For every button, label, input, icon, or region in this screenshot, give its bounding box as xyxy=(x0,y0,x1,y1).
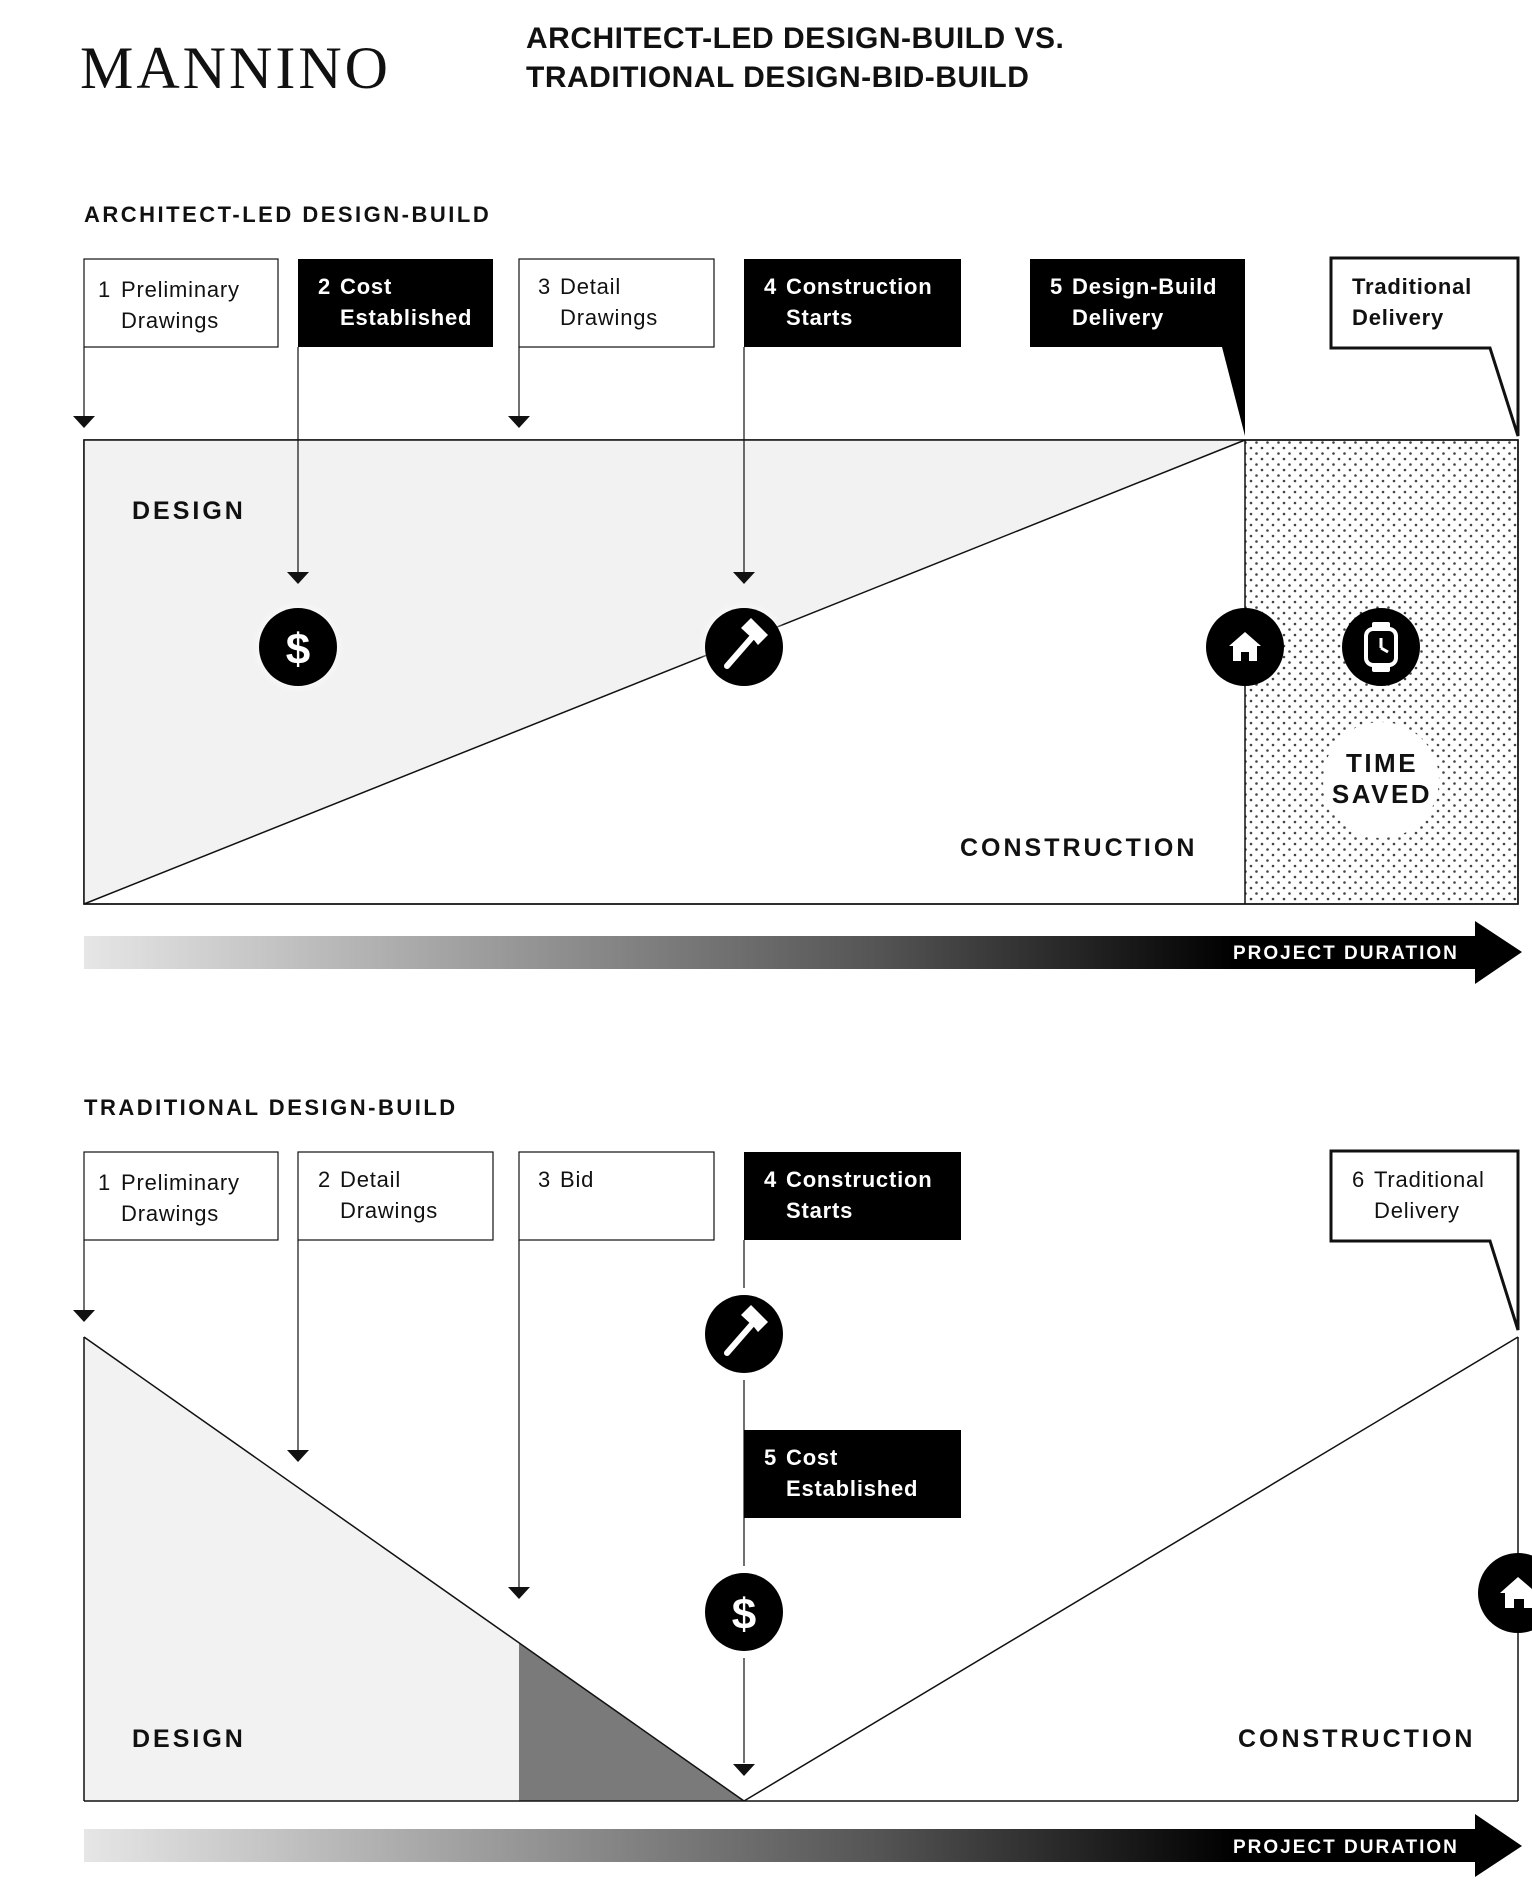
step-3-number: 3 xyxy=(538,1167,551,1192)
step-4-number: 4 xyxy=(764,1167,777,1192)
design-construction-divider xyxy=(83,439,1246,905)
step-3-box xyxy=(518,258,715,348)
house-icon xyxy=(1478,1553,1532,1633)
brand-logo: MANNINO xyxy=(80,35,391,101)
section-title: ARCHITECT-LED DESIGN-BUILD xyxy=(84,202,491,227)
step-2-box xyxy=(297,1151,494,1241)
step-3-box xyxy=(518,1151,715,1241)
step-2-line2: Established xyxy=(340,305,472,330)
time-saved-backdrop xyxy=(1323,722,1439,838)
step-2-number: 2 xyxy=(318,274,331,299)
step-5-line2: Delivery xyxy=(1072,305,1164,330)
page-title-line2: TRADITIONAL DESIGN-BID-BUILD xyxy=(526,61,1029,94)
construction-label: CONSTRUCTION xyxy=(1238,1725,1475,1753)
step-3-number: 3 xyxy=(538,274,551,299)
svg-text:$: $ xyxy=(286,625,310,674)
step-1-line1: Preliminary xyxy=(121,1170,240,1195)
step-1-number: 1 xyxy=(98,277,111,302)
step-2-line1: Cost xyxy=(340,274,392,299)
traditional-delivery-line2: Delivery xyxy=(1352,305,1444,330)
step-3-line2: Drawings xyxy=(560,305,658,330)
traditional-section: TRADITIONAL DESIGN-BUILD DESIGN CONSTRUC… xyxy=(73,1095,1532,1877)
project-duration-label: PROJECT DURATION xyxy=(1233,1837,1459,1858)
construction-slope xyxy=(743,1336,1519,1802)
step-2-arrowhead xyxy=(287,572,309,584)
traditional-delivery-callout xyxy=(1329,256,1520,437)
step-2-number: 2 xyxy=(318,1167,331,1192)
design-label: DESIGN xyxy=(132,1725,246,1753)
step-3-arrowhead xyxy=(508,416,530,428)
hammer-icon xyxy=(698,1288,790,1380)
step-1-arrowhead xyxy=(73,416,95,428)
project-duration-arrow xyxy=(84,1814,1522,1877)
step-5-box xyxy=(744,1430,961,1518)
dollar-icon: $ xyxy=(698,1566,790,1658)
step-2-box xyxy=(298,259,493,347)
step-1-arrowhead xyxy=(73,1310,95,1322)
construction-label: CONSTRUCTION xyxy=(960,834,1197,862)
time-saved-line2: SAVED xyxy=(1332,779,1432,809)
step-5-callout xyxy=(1030,259,1245,436)
architect-led-section: ARCHITECT-LED DESIGN-BUILD DESIGN CONSTR… xyxy=(73,202,1522,984)
step-1-line1: Preliminary xyxy=(121,277,240,302)
step-4-line2: Starts xyxy=(786,1198,853,1223)
step-4-line2: Starts xyxy=(786,305,853,330)
step-6-line2: Delivery xyxy=(1374,1198,1460,1223)
watch-icon xyxy=(1342,608,1420,686)
house-icon xyxy=(1206,608,1284,686)
step-4-line1: Construction xyxy=(786,1167,932,1192)
step-4-line1: Construction xyxy=(786,274,932,299)
step-2-line1: Detail xyxy=(340,1167,401,1192)
step-3-line1: Bid xyxy=(560,1167,594,1192)
step-6-number: 6 xyxy=(1352,1167,1365,1192)
step-5-line2: Established xyxy=(786,1476,918,1501)
step-4-number: 4 xyxy=(764,274,777,299)
chart-frame-outline xyxy=(83,439,1519,905)
step-6-callout xyxy=(1329,1149,1520,1331)
project-duration-arrow xyxy=(84,921,1522,984)
step-5-line1: Cost xyxy=(786,1445,838,1470)
section-title: TRADITIONAL DESIGN-BUILD xyxy=(84,1095,458,1120)
page-title-line1: ARCHITECT-LED DESIGN-BUILD VS. xyxy=(526,22,1064,55)
step-1-line2: Drawings xyxy=(121,308,219,333)
step-4-box xyxy=(744,259,961,347)
project-duration-label: PROJECT DURATION xyxy=(1233,943,1459,964)
dollar-icon: $ xyxy=(252,601,344,693)
step-4-arrowhead xyxy=(733,572,755,584)
design-slope xyxy=(83,1336,745,1802)
step-1-box xyxy=(83,1151,279,1241)
step-1-box xyxy=(83,258,279,348)
step-3-line1: Detail xyxy=(560,274,621,299)
step-4-box xyxy=(744,1152,961,1240)
step-2-arrowhead xyxy=(287,1450,309,1462)
step-6-line1: Traditional xyxy=(1374,1167,1485,1192)
step-5-number: 5 xyxy=(764,1445,777,1470)
step-5-line1: Design-Build xyxy=(1072,274,1217,299)
construction-start-arrowhead xyxy=(733,1764,755,1776)
hammer-icon xyxy=(698,601,790,693)
step-3-arrowhead xyxy=(508,1587,530,1599)
svg-text:$: $ xyxy=(732,1590,756,1639)
design-label: DESIGN xyxy=(132,497,246,525)
step-1-number: 1 xyxy=(98,1170,111,1195)
step-5-number: 5 xyxy=(1050,274,1063,299)
step-2-line2: Drawings xyxy=(340,1198,438,1223)
traditional-delivery-line1: Traditional xyxy=(1352,274,1472,299)
time-saved-line1: TIME xyxy=(1346,748,1418,778)
step-1-line2: Drawings xyxy=(121,1201,219,1226)
